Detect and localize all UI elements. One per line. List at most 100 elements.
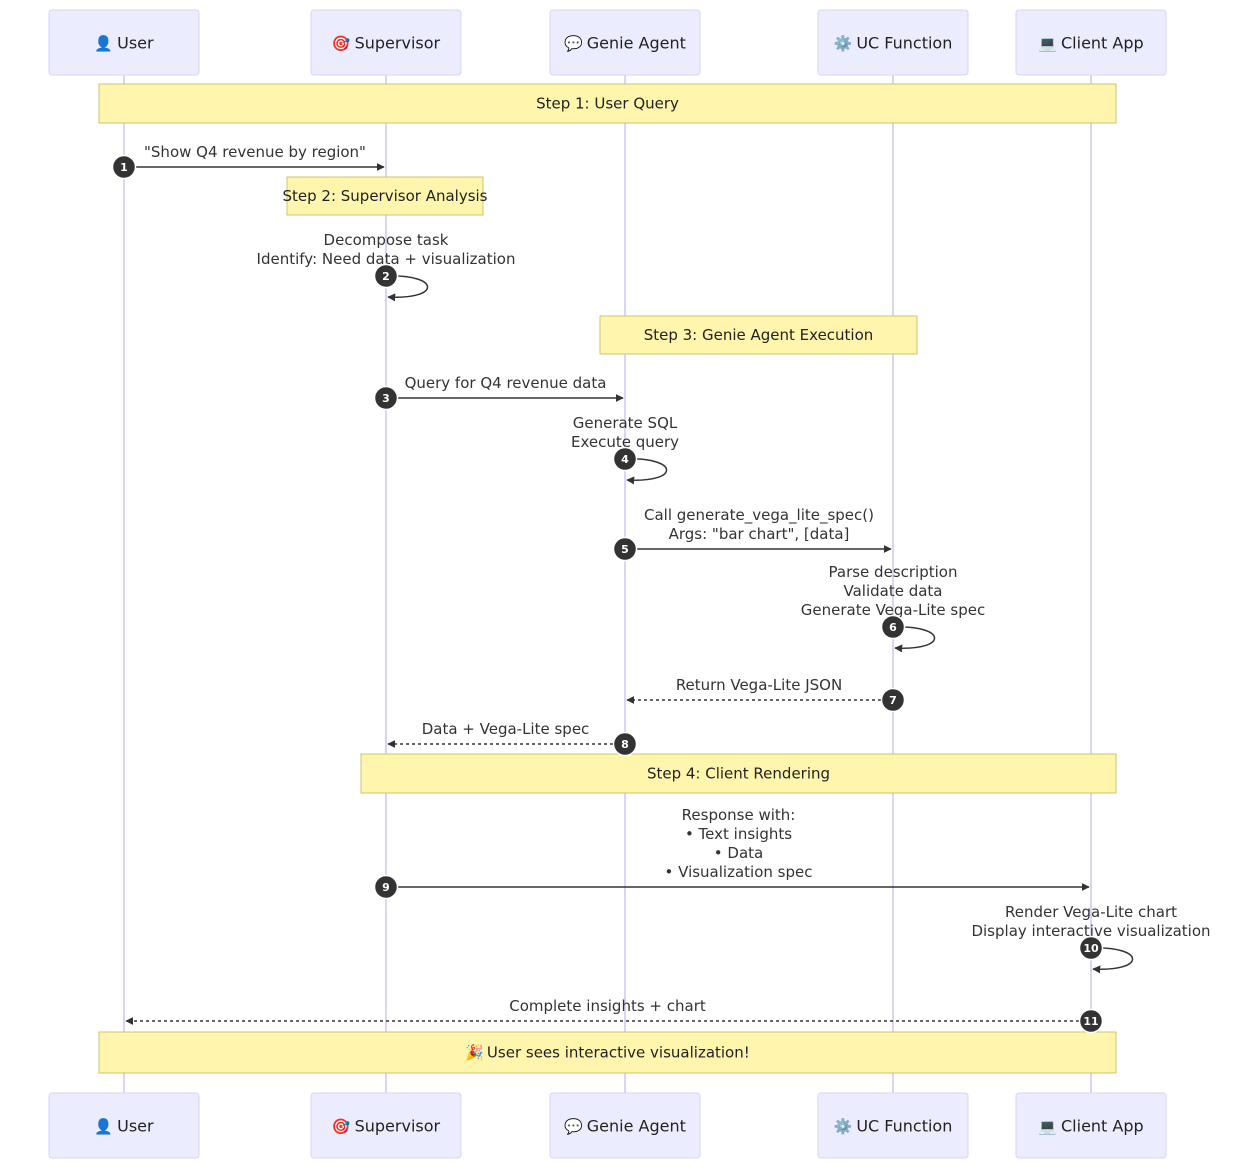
sequence-number-text: 3 (382, 392, 390, 405)
sequence-number: 3 (373, 385, 399, 411)
sequence-badge (880, 687, 906, 713)
sequence-badge (373, 263, 399, 289)
participant-box (817, 1092, 969, 1159)
sequence-number-text: 8 (621, 738, 629, 751)
message-3: Query for Q4 revenue data 3 (373, 374, 624, 411)
participant-supervisor-bottom[interactable]: 🎯Supervisor (310, 1092, 462, 1159)
gear-icon: ⚙️ (834, 1118, 853, 1136)
message-label: Complete insights + chart (509, 997, 706, 1015)
participant-box (48, 9, 200, 76)
participant-label: 💬Genie Agent (564, 34, 686, 53)
target-icon: 🎯 (332, 1118, 351, 1136)
note-text: Step 3: Genie Agent Execution (644, 326, 874, 344)
participant-label: 💻Client App (1038, 34, 1143, 53)
note-box (286, 176, 484, 216)
speech-bubble-icon: 💬 (564, 35, 583, 53)
note-text: Step 4: Client Rendering (647, 765, 830, 783)
participant-label: 💬Genie Agent (564, 1117, 686, 1136)
participant-box (817, 9, 969, 76)
sequence-number-text: 7 (889, 694, 897, 707)
participant-user-top[interactable]: 👤User (48, 9, 200, 76)
note-box (98, 1031, 1117, 1074)
sequence-badge (111, 154, 137, 180)
sequence-number-text: 1 (120, 161, 128, 174)
sequence-number: 2 (373, 263, 399, 289)
participant-box (1015, 1092, 1167, 1159)
sequence-badge (373, 874, 399, 900)
sequence-badge (612, 446, 638, 472)
sequence-number-text: 10 (1083, 942, 1099, 955)
participant-box (310, 9, 462, 76)
note-text: 🎉User sees interactive visualization! (465, 1044, 750, 1062)
sequence-number: 7 (880, 687, 906, 713)
sequence-number-text: 2 (382, 270, 390, 283)
person-icon: 👤 (94, 1118, 113, 1136)
party-popper-icon: 🎉 (465, 1044, 484, 1062)
message-label: Call generate_vega_lite_spec()Args: "bar… (644, 506, 874, 543)
sequence-badge (373, 385, 399, 411)
sequence-badge (1078, 935, 1104, 961)
note-box (98, 83, 1117, 124)
note-box (599, 315, 918, 355)
note-text: Step 1: User Query (536, 95, 679, 113)
participant-label: ⚙️UC Function (834, 34, 953, 53)
participant-label: 🎯Supervisor (332, 34, 441, 53)
participant-label: 🎯Supervisor (332, 1117, 441, 1136)
participant-label: 👤User (94, 34, 154, 53)
message-7: Return Vega-Lite JSON 7 (626, 676, 906, 713)
laptop-icon: 💻 (1038, 35, 1057, 53)
sequence-number: 11 (1078, 1008, 1104, 1034)
sequence-number: 1 (111, 154, 137, 180)
participant-client-top[interactable]: 💻Client App (1015, 9, 1167, 76)
message-label: Return Vega-Lite JSON (676, 676, 842, 694)
note-step2: Step 2: Supervisor Analysis (282, 176, 488, 216)
self-message-arrow (1090, 947, 1134, 974)
participant-genie-bottom[interactable]: 💬Genie Agent (549, 1092, 701, 1159)
message-label: Response with:• Text insights• Data• Vis… (665, 806, 813, 881)
message-11: Complete insights + chart 11 (125, 997, 1104, 1034)
participant-uc-top[interactable]: ⚙️UC Function (817, 9, 969, 76)
target-icon: 🎯 (332, 35, 351, 53)
participant-label: 💻Client App (1038, 1117, 1143, 1136)
participant-box (549, 9, 701, 76)
participant-box (549, 1092, 701, 1159)
sequence-number: 10 (1078, 935, 1104, 961)
note-box (360, 753, 1117, 794)
participant-label: ⚙️UC Function (834, 1117, 953, 1136)
self-message-arrow (385, 275, 429, 302)
participant-supervisor-top[interactable]: 🎯Supervisor (310, 9, 462, 76)
sequence-number-text: 4 (621, 453, 629, 466)
message-label: "Show Q4 revenue by region" (144, 143, 366, 161)
sequence-badge (612, 731, 638, 757)
participant-box (48, 1092, 200, 1159)
person-icon: 👤 (94, 35, 113, 53)
participant-user-bottom[interactable]: 👤User (48, 1092, 200, 1159)
self-message-arrow (624, 458, 668, 485)
participant-label: 👤User (94, 1117, 154, 1136)
sequence-number-text: 5 (621, 543, 629, 556)
participant-client-bottom[interactable]: 💻Client App (1015, 1092, 1167, 1159)
sequence-number-text: 6 (889, 621, 897, 634)
sequence-number: 5 (612, 536, 638, 562)
message-9: Response with:• Text insights• Data• Vis… (373, 806, 1090, 900)
note-step3: Step 3: Genie Agent Execution (599, 315, 918, 355)
sequence-number: 9 (373, 874, 399, 900)
message-label: Data + Vega-Lite spec (422, 720, 590, 738)
note-step1: Step 1: User Query (98, 83, 1117, 124)
message-label: Query for Q4 revenue data (405, 374, 607, 392)
participant-box (310, 1092, 462, 1159)
note-final: 🎉User sees interactive visualization! (98, 1031, 1117, 1074)
message-5: Call generate_vega_lite_spec()Args: "bar… (612, 506, 892, 562)
message-8: Data + Vega-Lite spec 8 (387, 720, 638, 757)
participant-genie-top[interactable]: 💬Genie Agent (549, 9, 701, 76)
participant-uc-bottom[interactable]: ⚙️UC Function (817, 1092, 969, 1159)
participant-box (1015, 9, 1167, 76)
